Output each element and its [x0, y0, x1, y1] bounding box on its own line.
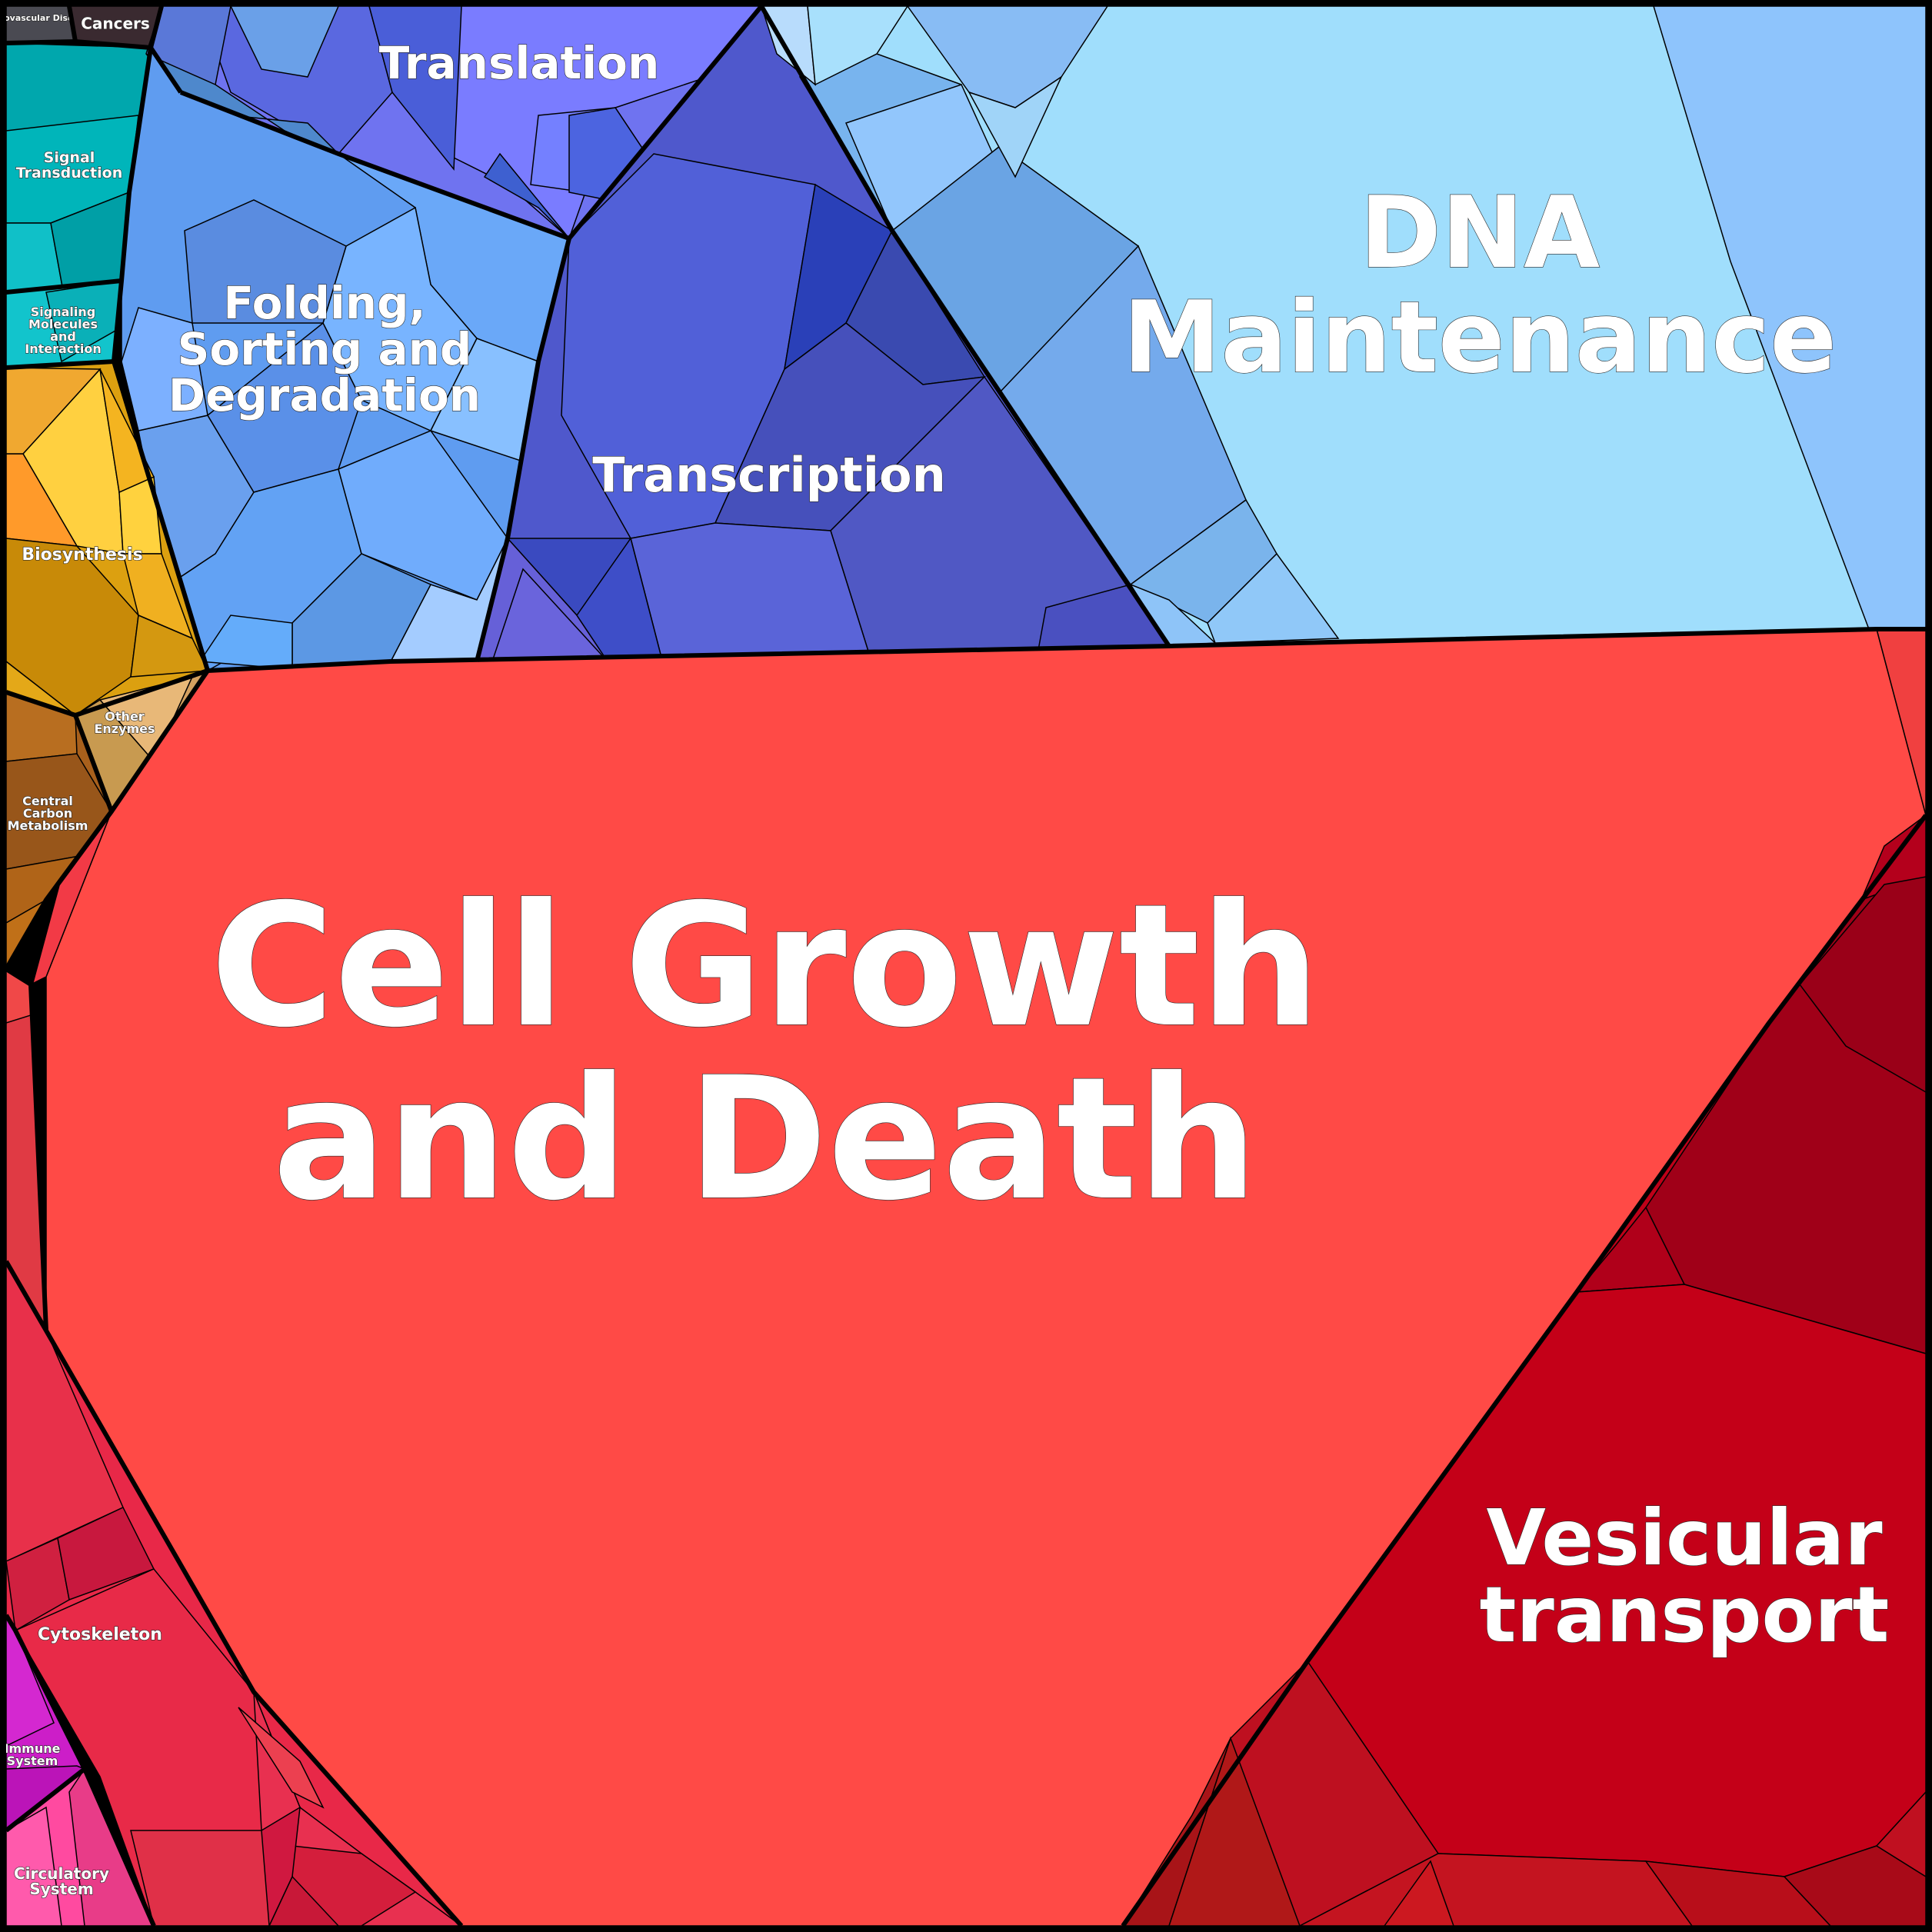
region-borders [4, 5, 1928, 1927]
region-cytoskeleton[interactable]: Cytoskeleton [5, 1259, 464, 1928]
label-cancers: Cancers [81, 15, 150, 33]
label-transcription: Transcription [592, 447, 946, 503]
region-transcription[interactable]: Transcription [476, 5, 1171, 662]
region-biosynthesis[interactable]: Biosynthesis [5, 361, 209, 716]
region-translation[interactable]: Translation [145, 5, 763, 240]
label-biosynthesis: Biosynthesis [22, 545, 142, 565]
label-translation: Translation [379, 37, 660, 89]
label-cytoskeleton: Cytoskeleton [38, 1625, 162, 1644]
